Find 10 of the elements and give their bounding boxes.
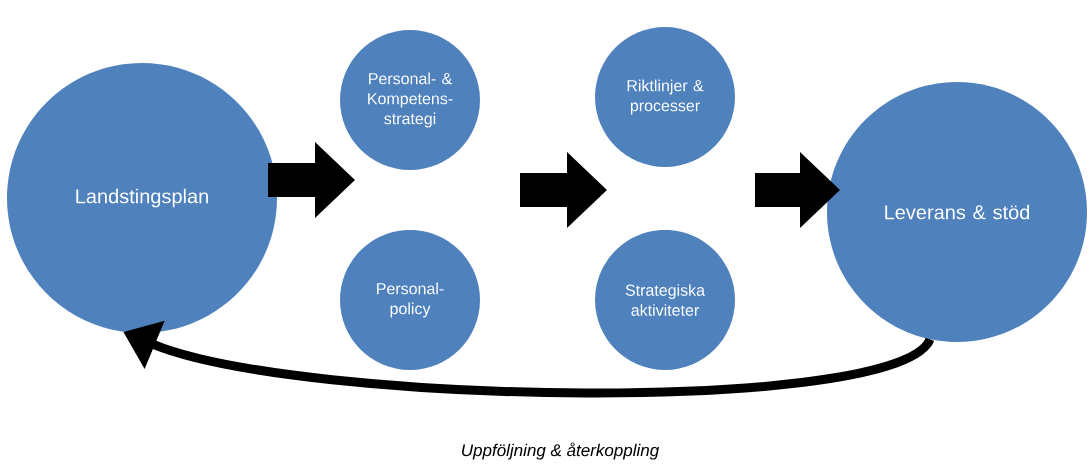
circle-node: Landstingsplan — [7, 63, 277, 333]
circle-node: Strategiska aktiviteter — [595, 230, 735, 370]
circle-node: Personal- policy — [340, 230, 480, 370]
circle-node: Leverans & stöd — [827, 82, 1087, 342]
block-arrow — [268, 142, 355, 218]
circle-node: Riktlinjer & processer — [595, 27, 735, 167]
edge-label: Uppföljning & återkoppling — [459, 441, 661, 461]
block-arrow — [520, 152, 607, 228]
block-arrow — [755, 152, 840, 228]
circle-node: Personal- & Kompetens- strategi — [340, 30, 480, 170]
